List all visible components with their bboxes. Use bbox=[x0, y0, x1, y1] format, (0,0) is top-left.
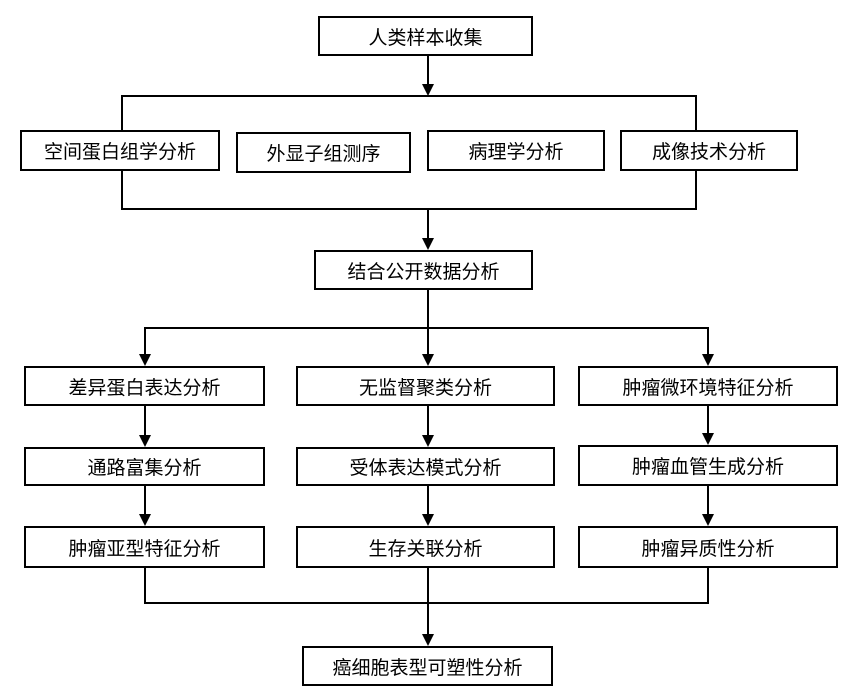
integration-label: 结合公开数据分析 bbox=[347, 260, 500, 283]
left-step-3-box: 肿瘤亚型特征分析 bbox=[24, 526, 265, 568]
middle-step-2-box: 受体表达模式分析 bbox=[296, 447, 555, 486]
step-label: 肿瘤微环境特征分析 bbox=[622, 376, 794, 399]
left-step-2-box: 通路富集分析 bbox=[24, 447, 265, 486]
method-box-pathology: 病理学分析 bbox=[427, 130, 605, 171]
method-label: 空间蛋白组学分析 bbox=[43, 141, 196, 163]
step-label: 无监督聚类分析 bbox=[358, 376, 492, 399]
method-label: 病理学分析 bbox=[468, 141, 564, 163]
step-label: 生存关联分析 bbox=[368, 537, 483, 560]
step-label: 肿瘤异质性分析 bbox=[641, 537, 775, 560]
middle-step-1-box: 无监督聚类分析 bbox=[296, 366, 555, 406]
integration-box: 结合公开数据分析 bbox=[314, 250, 533, 290]
end-label: 癌细胞表型可塑性分析 bbox=[332, 656, 523, 679]
method-box-exome-sequencing: 外显子组测序 bbox=[236, 132, 411, 173]
right-step-2-box: 肿瘤血管生成分析 bbox=[578, 445, 838, 486]
step-label: 肿瘤亚型特征分析 bbox=[68, 537, 221, 560]
step-label: 肿瘤血管生成分析 bbox=[631, 456, 784, 478]
middle-step-3-box: 生存关联分析 bbox=[296, 526, 555, 568]
start-label: 人类样本收集 bbox=[368, 26, 483, 49]
left-step-1-box: 差异蛋白表达分析 bbox=[24, 366, 265, 406]
end-box: 癌细胞表型可塑性分析 bbox=[302, 646, 553, 686]
step-label: 受体表达模式分析 bbox=[349, 457, 502, 479]
method-label: 成像技术分析 bbox=[651, 141, 766, 163]
step-label: 通路富集分析 bbox=[87, 457, 202, 479]
step-label: 差异蛋白表达分析 bbox=[68, 376, 221, 399]
right-step-3-box: 肿瘤异质性分析 bbox=[578, 526, 838, 568]
method-box-spatial-proteomics: 空间蛋白组学分析 bbox=[20, 130, 220, 171]
method-label: 外显子组测序 bbox=[266, 143, 381, 165]
start-box: 人类样本收集 bbox=[318, 16, 533, 56]
right-step-1-box: 肿瘤微环境特征分析 bbox=[578, 366, 838, 406]
method-box-imaging: 成像技术分析 bbox=[620, 130, 798, 171]
